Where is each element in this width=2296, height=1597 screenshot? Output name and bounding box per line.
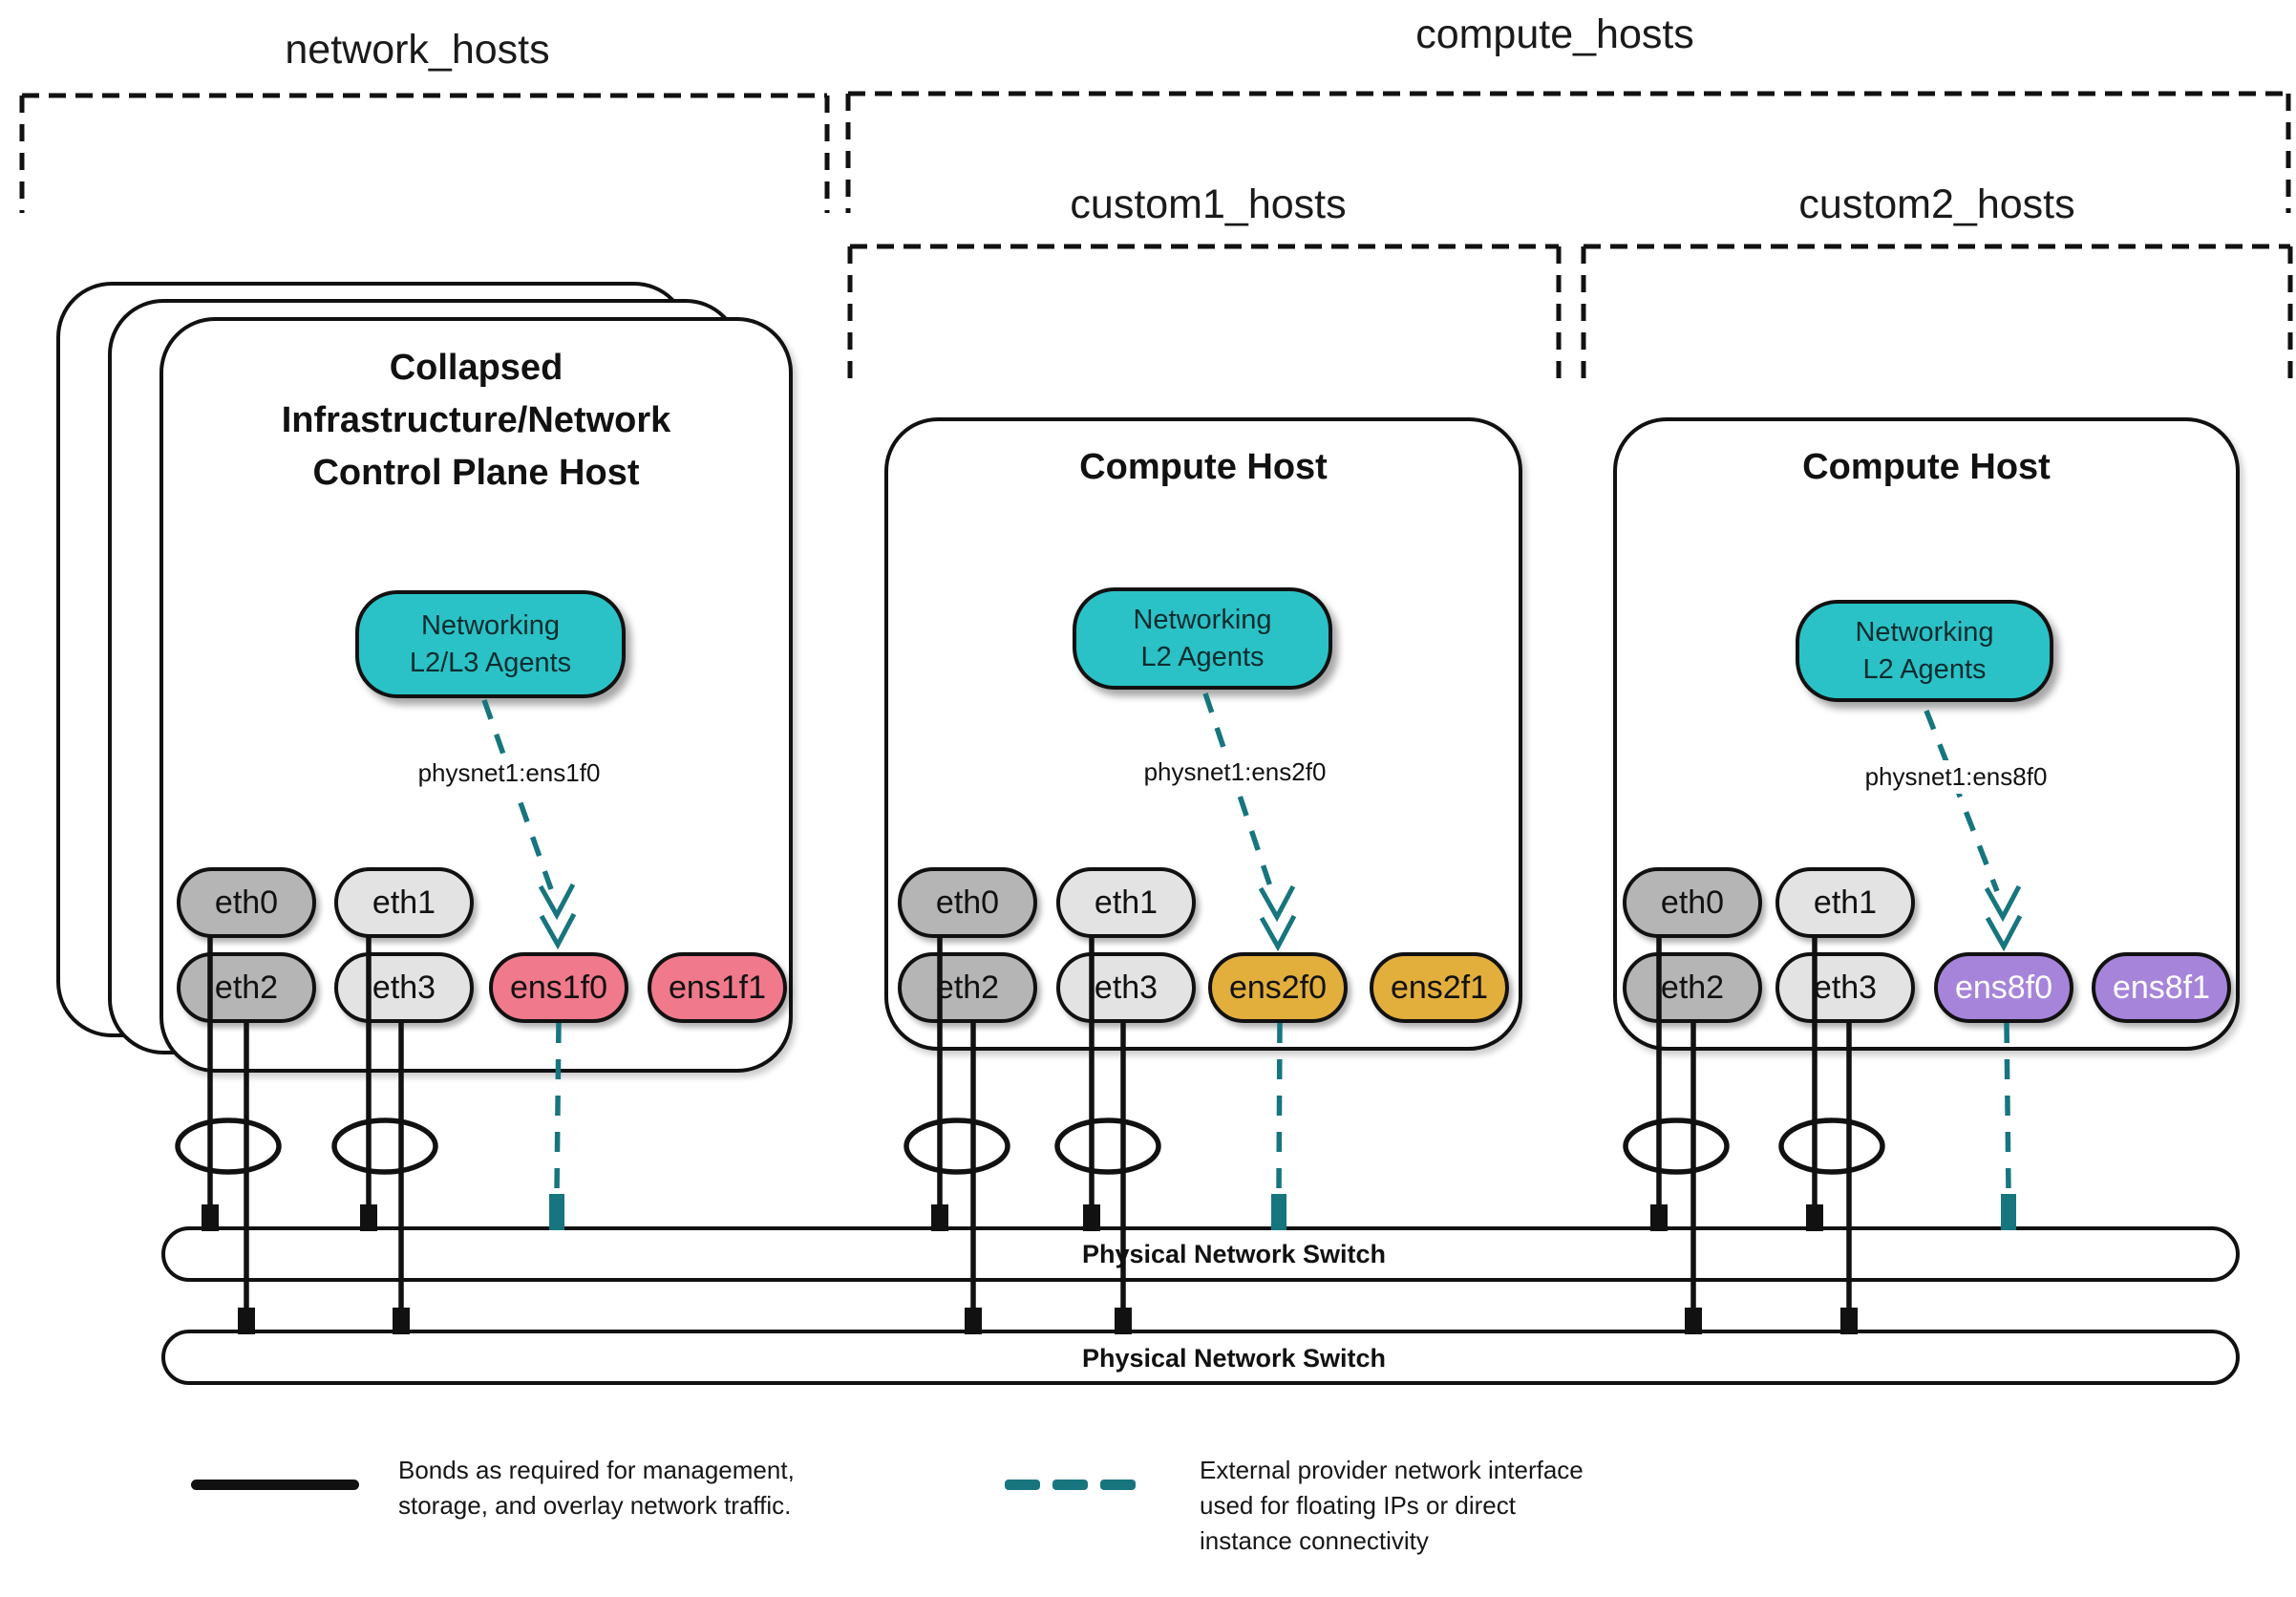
- interface-pill-eth0: eth0: [898, 867, 1037, 938]
- host-title-line: Infrastructure/Network: [281, 400, 671, 440]
- legend-text-line: External provider network interface: [1200, 1456, 1584, 1484]
- interface-pill-eth2: eth2: [177, 952, 316, 1023]
- interface-pill-eth1: eth1: [1056, 867, 1196, 938]
- legend-text-line: instance connectivity: [1200, 1526, 1429, 1555]
- legend-text-line: storage, and overlay network traffic.: [398, 1491, 792, 1520]
- legend-text-line: Bonds as required for management,: [398, 1456, 795, 1484]
- networking-agents-box-host2: Networking L2 Agents: [1073, 587, 1332, 690]
- interface-pill-eth1: eth1: [1775, 867, 1915, 938]
- legend-dash-segment: [1052, 1480, 1088, 1490]
- group-title-network-hosts: network_hosts: [285, 27, 550, 73]
- interface-pill-eth2: eth2: [898, 952, 1037, 1023]
- legend-dash-segment: [1100, 1480, 1136, 1490]
- legend-external-dashed-swatch: [1005, 1480, 1136, 1490]
- agent-label-line: Networking: [420, 609, 561, 641]
- networking-agents-box-host1: Networking L2/L3 Agents: [355, 590, 626, 698]
- interface-pill-eth0: eth0: [177, 867, 316, 938]
- interface-pill-ens8f1: ens8f1: [2092, 952, 2231, 1023]
- legend-bond-line-swatch: [191, 1480, 359, 1490]
- interface-pill-ens1f1: ens1f1: [648, 952, 787, 1023]
- agent-label-line: Networking: [1855, 616, 1994, 648]
- host-title-line: Compute Host: [1802, 447, 2051, 487]
- interface-pill-ens2f1: ens2f1: [1370, 952, 1509, 1023]
- agent-label-line: Networking: [1133, 604, 1272, 635]
- agent-label-line: L2 Agents: [1140, 641, 1265, 672]
- interface-pill-eth0: eth0: [1623, 867, 1762, 938]
- group-title-compute-hosts: compute_hosts: [1415, 11, 1694, 57]
- group-title-custom1-hosts: custom1_hosts: [1070, 181, 1347, 227]
- group-title-custom2-hosts: custom2_hosts: [1798, 181, 2075, 227]
- host-title-line: Collapsed: [389, 348, 563, 388]
- host-title-line: Control Plane Host: [312, 453, 640, 493]
- networking-agents-box-host3: Networking L2 Agents: [1796, 600, 2053, 702]
- interface-pill-eth3: eth3: [1056, 952, 1196, 1023]
- interface-pill-ens2f0: ens2f0: [1208, 952, 1348, 1023]
- interface-pill-eth3: eth3: [1775, 952, 1915, 1023]
- legend-dash-segment: [1005, 1480, 1040, 1490]
- legend-bond-text: Bonds as required for management, storag…: [398, 1453, 795, 1523]
- compute-host-2-title: Compute Host: [1632, 441, 2221, 494]
- agent-label-line: L2/L3 Agents: [409, 647, 572, 678]
- interface-pill-eth2: eth2: [1623, 952, 1762, 1023]
- legend-external-text: External provider network interface used…: [1200, 1453, 1584, 1559]
- interface-pill-ens8f0: ens8f0: [1934, 952, 2073, 1023]
- interface-pill-ens1f0: ens1f0: [489, 952, 628, 1023]
- interface-pill-eth1: eth1: [334, 867, 474, 938]
- legend-text-line: used for floating IPs or direct: [1200, 1491, 1516, 1520]
- compute-host-1-title: Compute Host: [904, 441, 1503, 494]
- host-title-line: Compute Host: [1079, 447, 1328, 487]
- physical-network-switch-2: [161, 1330, 2240, 1385]
- control-plane-host-title: Collapsed Infrastructure/Network Control…: [179, 342, 774, 500]
- interface-pill-eth3: eth3: [334, 952, 474, 1023]
- agent-label-line: L2 Agents: [1862, 653, 1987, 685]
- physical-network-switch-1: [161, 1226, 2240, 1282]
